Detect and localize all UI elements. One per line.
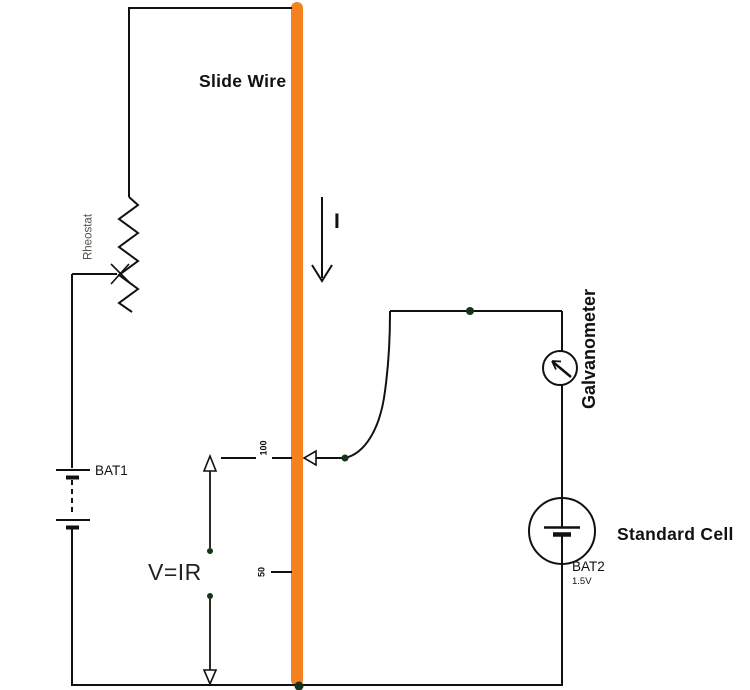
current-arrow <box>311 197 333 283</box>
rheostat-tap-contact <box>110 263 132 285</box>
rheostat-label: Rheostat <box>82 213 95 261</box>
galvanometer-needle <box>551 360 572 378</box>
bat1-label: BAT1 <box>95 463 128 478</box>
span-arrowhead-up <box>202 453 218 472</box>
rheostat-symbol <box>117 196 140 313</box>
junction-dot <box>341 454 349 462</box>
standard-cell-label: Standard Cell <box>617 524 734 544</box>
voltage-span-arrow <box>202 453 218 687</box>
junction-dot <box>466 307 474 315</box>
slide-wire-label: Slide Wire <box>199 71 287 91</box>
junction-dot <box>294 681 304 690</box>
junction-dot <box>207 548 213 554</box>
wires <box>71 7 563 686</box>
current-label: I <box>334 210 340 233</box>
junction-dots <box>207 307 474 690</box>
junction-dot <box>207 593 213 599</box>
standard-cell-plates <box>544 526 580 537</box>
tick-50-label: 50 <box>256 566 267 578</box>
slide-wire-bar <box>291 2 303 686</box>
tick-100-label: 100 <box>258 440 269 456</box>
voltage-equation-label: V=IR <box>148 559 202 585</box>
bat2-voltage-label: 1.5V <box>572 576 592 587</box>
slider-curve-wire <box>344 311 391 459</box>
bat2-label: BAT2 <box>572 559 605 574</box>
battery-bat1-symbol <box>56 469 90 530</box>
galvanometer-label: Galvanometer <box>579 288 599 410</box>
slider-arrow <box>302 449 317 467</box>
span-arrowhead-down <box>202 669 218 687</box>
